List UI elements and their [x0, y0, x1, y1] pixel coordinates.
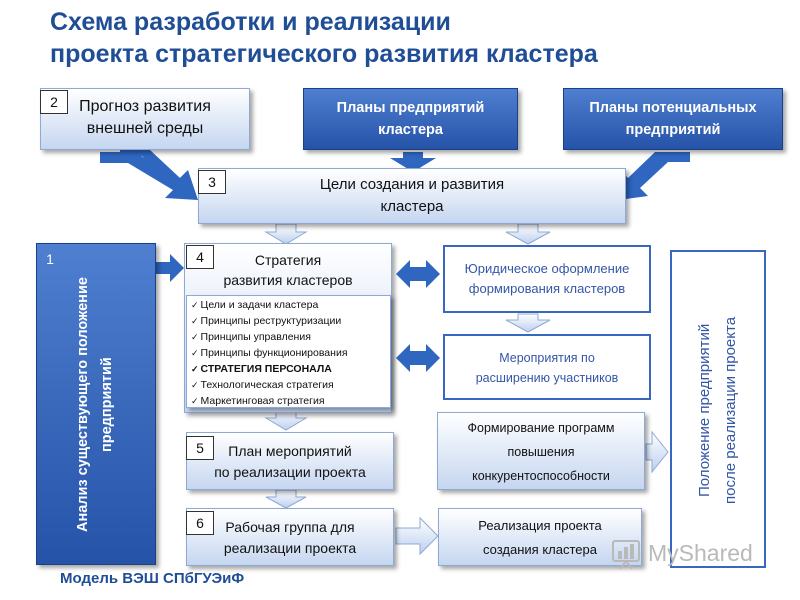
potential-plans-line-2: предприятий — [625, 122, 721, 138]
working-group-line-2: реализации проекта — [223, 540, 357, 556]
legal-box: Юридическое оформление формирования клас… — [443, 245, 651, 313]
analysis-line-1: Анализ существующего положение — [75, 277, 91, 533]
title-line-2: проекта стратегического развития кластер… — [50, 40, 598, 68]
action-plan-number: 5 — [186, 436, 214, 460]
potential-plans-line-1: Планы потенциальных — [589, 100, 757, 116]
action-plan-line-1: План мероприятий — [228, 443, 352, 459]
enterprise-plans-line-2: кластера — [378, 122, 443, 138]
strategy-bullet-item: Технологическая стратегия — [191, 377, 386, 393]
expansion-box: Мероприятия по расширению участников — [443, 334, 651, 400]
position-after-line-2: после реализации проекта — [722, 316, 739, 504]
watermark-logo-icon — [612, 540, 640, 570]
watermark: MyShared — [610, 537, 770, 571]
enterprise-plans-box: Планы предприятий кластера — [303, 88, 518, 150]
arrow-potential-to-goals — [618, 152, 690, 200]
strategy-bullet-item: Принципы реструктуризации — [191, 313, 386, 329]
forecast-line-2: внешней среды — [86, 120, 204, 137]
competitiveness-line-3: конкурентоспособности — [472, 469, 610, 483]
strategy-bullet-item: СТРАТЕГИЯ ПЕРСОНАЛА — [191, 361, 386, 377]
action-plan-box: План мероприятий по реализации проекта — [186, 432, 394, 490]
working-group-number: 6 — [186, 511, 214, 535]
goals-line-1: Цели создания и развития — [319, 176, 505, 193]
arrow-strategy-legal — [396, 260, 440, 288]
action-plan-line-2: по реализации проекта — [214, 464, 366, 480]
goals-box: Цели создания и развития кластера — [198, 168, 626, 224]
working-group-box: Рабочая группа для реализации проекта — [186, 508, 394, 566]
arrow-group-to-implementation — [395, 516, 439, 556]
arrow-forecast-to-goals-body — [100, 152, 198, 200]
strategy-line-2: развития кластеров — [223, 272, 353, 288]
legal-line-2: формирования кластеров — [468, 281, 626, 296]
page-title: Схема разработки и реализации проекта ст… — [50, 6, 750, 70]
implementation-box: Реализация проекта создания кластера — [438, 508, 642, 566]
arrow-legal-to-expansion — [505, 313, 551, 333]
arrow-plan-to-group — [265, 489, 307, 509]
forecast-number: 2 — [40, 90, 68, 114]
goals-number: 3 — [198, 170, 226, 194]
expansion-line-2: расширению участников — [475, 371, 619, 385]
strategy-bullet-item: Принципы управления — [191, 329, 386, 345]
enterprise-plans-line-1: Планы предприятий — [336, 100, 485, 116]
position-after-line-1: Положение предприятий — [696, 323, 713, 497]
strategy-bullet-item: Цели и задачи кластера — [191, 297, 386, 313]
goals-line-2: кластера — [380, 198, 444, 215]
strategy-bullets: Цели и задачи кластераПринципы реструкту… — [191, 297, 386, 409]
forecast-line-1: Прогноз развития — [79, 98, 211, 115]
strategy-bullet-item: Маркетинговая стратегия — [191, 393, 386, 409]
arrow-enterprise-to-goals — [390, 152, 436, 172]
position-after-text: Положение предприятий после реализации п… — [692, 262, 746, 558]
analysis-box: Анализ существующего положение предприят… — [36, 243, 156, 565]
legal-line-1: Юридическое оформление — [464, 261, 630, 276]
arrow-strategy-to-plan — [264, 409, 308, 431]
implementation-line-2: создания кластера — [483, 542, 597, 557]
forecast-box: Прогноз развития внешней среды — [40, 88, 250, 150]
strategy-number: 4 — [186, 245, 214, 269]
analysis-line-2: предприятий — [99, 357, 115, 453]
working-group-line-1: Рабочая группа для — [225, 519, 355, 535]
strategy-bullet-item: Принципы функционирования — [191, 345, 386, 361]
arrow-strategy-expansion — [396, 344, 440, 372]
arrow-analysis-to-strategy — [156, 254, 184, 282]
position-after-box: Положение предприятий после реализации п… — [670, 250, 766, 568]
analysis-text: Анализ существующего положение предприят… — [71, 252, 123, 558]
arrow-goals-to-strategy — [264, 223, 308, 245]
arrow-goals-to-legal — [505, 223, 551, 245]
arrow-competitiveness-to-position — [645, 430, 669, 474]
competitiveness-box: Формирование программ повышения конкурен… — [437, 412, 645, 490]
analysis-number: 1 — [46, 251, 54, 267]
footer-caption: Модель ВЭШ СПбГУЭиФ — [60, 570, 245, 587]
strategy-bullet-list: Цели и задачи кластераПринципы реструкту… — [186, 295, 391, 408]
implementation-line-1: Реализация проекта — [478, 518, 602, 533]
competitiveness-line-2: повышения — [507, 445, 575, 459]
competitiveness-line-1: Формирование программ — [467, 421, 615, 435]
watermark-text: MyShared — [648, 540, 753, 566]
title-line-1: Схема разработки и реализации — [50, 8, 451, 36]
potential-plans-box: Планы потенциальных предприятий — [563, 88, 783, 150]
strategy-line-1: Стратегия — [254, 252, 322, 268]
expansion-line-1: Мероприятия по — [499, 351, 595, 365]
